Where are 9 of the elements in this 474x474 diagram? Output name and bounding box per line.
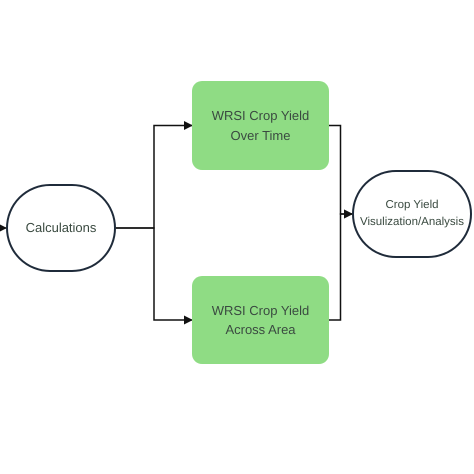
node-label: WRSI Crop Yield Over Time: [210, 107, 310, 144]
node-label: Crop Yield Visulization/Analysis: [360, 198, 464, 230]
connector-arrow: [116, 227, 193, 324]
process-box: [192, 276, 329, 364]
node-label: WRSI Crop Yield Across Area: [210, 302, 310, 339]
connector-arrow: [0, 224, 7, 232]
node-label: Calculations: [26, 219, 96, 238]
process-box: [192, 81, 329, 170]
connector-arrow: [329, 210, 353, 321]
